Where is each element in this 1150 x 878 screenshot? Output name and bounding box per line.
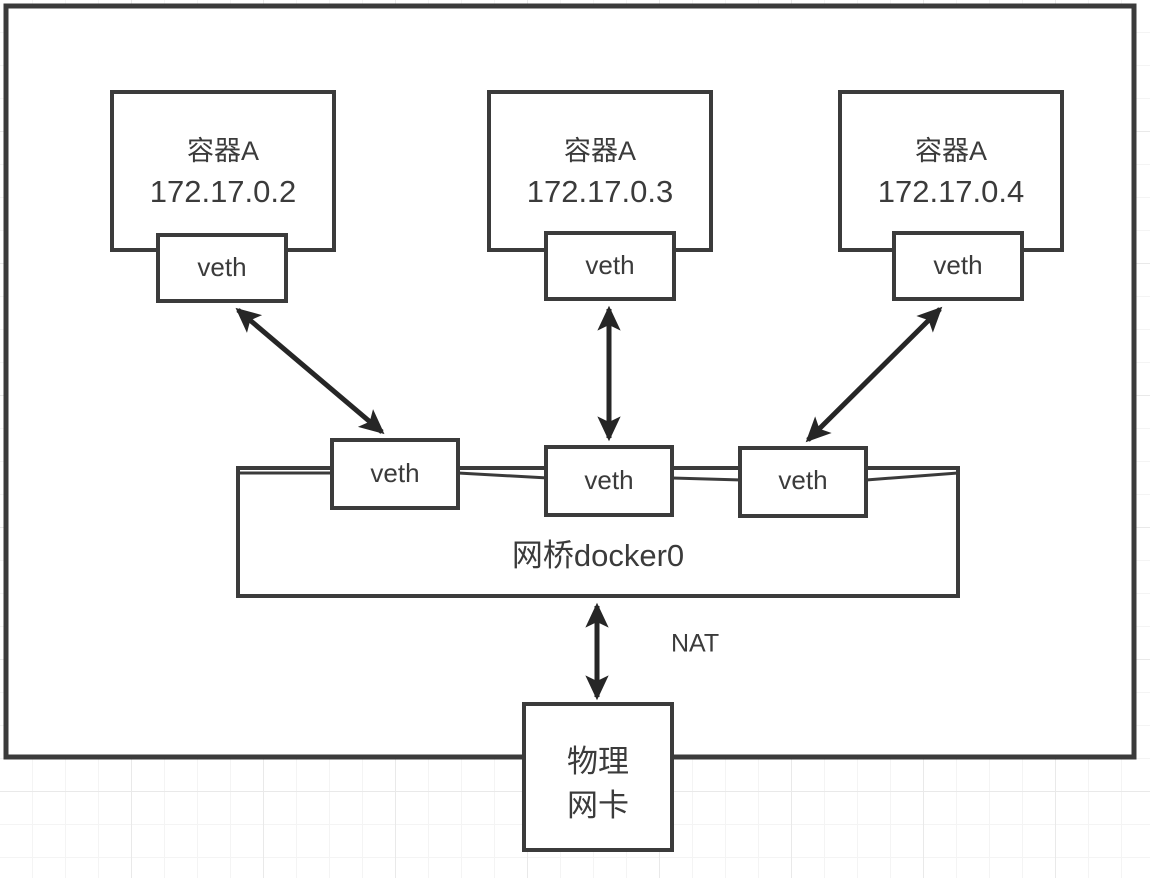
bridge-veth-2[interactable]: veth xyxy=(544,445,674,517)
bridge-veth-2-label: veth xyxy=(584,465,633,495)
container-1-ip: 172.17.0.2 xyxy=(150,174,297,209)
container-2[interactable]: 容器A 172.17.0.3 xyxy=(487,90,713,252)
container-3-veth-label: veth xyxy=(933,250,982,280)
physical-nic[interactable]: 物理 网卡 xyxy=(522,702,674,852)
bridge-docker0-label: 网桥docker0 xyxy=(512,538,684,573)
container-1-veth-label: veth xyxy=(197,252,246,282)
bridge-veth-3[interactable]: veth xyxy=(738,446,868,518)
bridge-link-right xyxy=(865,471,959,482)
bridge-veth-2-box xyxy=(544,445,674,517)
container-1-title: 容器A xyxy=(187,136,259,166)
bridge-veth-3-label: veth xyxy=(778,465,827,495)
container-3-ip: 172.17.0.4 xyxy=(878,174,1025,209)
bridge-veth-3-box xyxy=(738,446,868,518)
container-1-veth-box xyxy=(156,233,288,303)
container-2-box xyxy=(487,90,713,252)
container-2-ip: 172.17.0.3 xyxy=(527,174,674,209)
container-2-veth-label: veth xyxy=(585,250,634,280)
container-1-veth[interactable]: veth xyxy=(156,233,288,303)
physical-nic-box xyxy=(522,702,674,852)
container-3-box xyxy=(838,90,1064,252)
arrow-container-3-to-bridge xyxy=(805,306,943,443)
bridge-veth-1-label: veth xyxy=(370,458,419,488)
bridge-veth-1[interactable]: veth xyxy=(330,438,460,510)
physical-nic-label-line2: 网卡 xyxy=(567,788,629,823)
container-3-title: 容器A xyxy=(915,136,987,166)
arrow-container-1-to-bridge xyxy=(235,307,385,435)
container-3[interactable]: 容器A 172.17.0.4 xyxy=(838,90,1064,252)
container-2-veth-box xyxy=(544,231,676,301)
container-3-veth-box xyxy=(892,231,1024,301)
physical-nic-label-line1: 物理 xyxy=(567,744,629,779)
container-2-title: 容器A xyxy=(564,136,636,166)
container-3-veth[interactable]: veth xyxy=(892,231,1024,301)
container-1-box xyxy=(110,90,336,252)
bridge-link-2-3 xyxy=(671,476,743,482)
bridge-veth-1-box xyxy=(330,438,460,510)
bridge-link-1-2 xyxy=(457,471,549,480)
container-2-veth[interactable]: veth xyxy=(544,231,676,301)
nat-label: NAT xyxy=(671,630,719,658)
container-1[interactable]: 容器A 172.17.0.2 xyxy=(110,90,336,252)
